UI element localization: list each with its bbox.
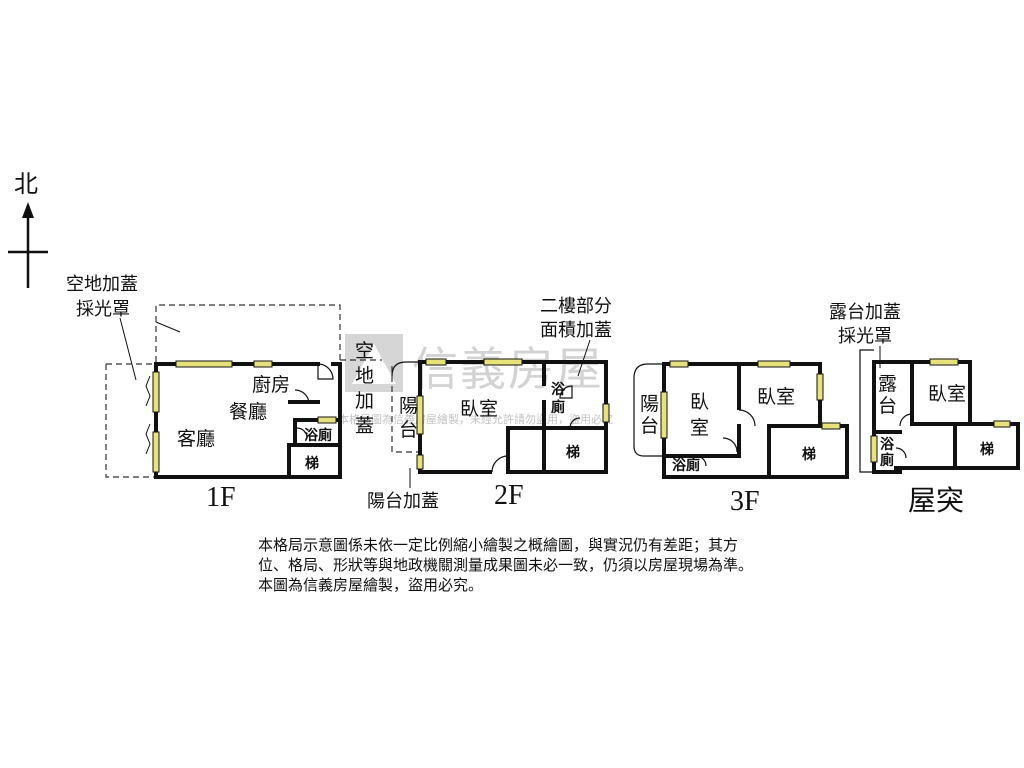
f2-addition-label-line1: 二樓部分 bbox=[540, 296, 612, 317]
f2-balcony-label-top: 陽 bbox=[399, 395, 418, 417]
f1-stairs-label: 梯 bbox=[305, 455, 319, 472]
roof-terrace-label-bottom: 台 bbox=[878, 395, 897, 417]
f2-balcony-outline bbox=[391, 361, 420, 377]
roof-terrace-label-top: 露 bbox=[878, 373, 897, 395]
roof-doors bbox=[895, 413, 913, 459]
f1-floor-label: 1F bbox=[206, 482, 236, 513]
f2-dashed-addition bbox=[391, 366, 418, 453]
f1-dining-label: 餐廳 bbox=[229, 401, 267, 423]
roof-addition-label-line2: 採光罩 bbox=[838, 326, 892, 347]
f2-windows bbox=[416, 358, 610, 470]
f1-kitchen-label: 廚房 bbox=[252, 373, 290, 396]
f2-addition-label-line2: 面積加蓋 bbox=[540, 320, 612, 341]
roof-bath-label-top: 浴 bbox=[880, 436, 895, 453]
roof-walls bbox=[872, 360, 1020, 474]
disclaimer-line-1: 本格局示意圖係未依一定比例縮小繪製之概繪圖，與實況仍有差距；其方 bbox=[258, 536, 739, 554]
roof-terrace-outline bbox=[859, 349, 874, 473]
roof-floor-label: 屋突 bbox=[908, 485, 964, 517]
f3-walls bbox=[662, 362, 849, 479]
f3-balcony-label-top: 陽 bbox=[640, 393, 659, 415]
disclaimer-line-3: 本圖為信義房屋繪製，盜用必究。 bbox=[258, 576, 484, 594]
roof-addition-label-line1: 露台加蓋 bbox=[829, 302, 901, 323]
f1-vlabel-3: 加 bbox=[355, 390, 374, 412]
floor-roof: 露台加蓋 採光罩 露 台 臥室 浴 廁 梯 屋突 bbox=[829, 302, 1020, 517]
f1-living-label: 客廳 bbox=[177, 428, 215, 450]
f1-folding-doors bbox=[145, 375, 151, 455]
f3-doors bbox=[695, 409, 756, 467]
f3-bedroom-left-bottom: 室 bbox=[690, 417, 709, 439]
f3-bedroom-right-label: 臥室 bbox=[757, 386, 795, 408]
roof-windows bbox=[870, 358, 1011, 463]
f3-bath-label: 浴廁 bbox=[672, 457, 700, 474]
f3-floor-label: 3F bbox=[730, 486, 760, 517]
f2-balcony-label-bottom: 台 bbox=[399, 419, 418, 441]
f2-leader-line bbox=[577, 339, 591, 377]
floor-1f: 空地加蓋 採光罩 bbox=[66, 274, 382, 513]
f1-vlabel-1: 空 bbox=[355, 340, 374, 362]
disclaimer: 本格局示意圖係未依一定比例縮小繪製之概繪圖，與實況仍有差距；其方 位、格局、形狀… bbox=[258, 535, 858, 595]
watermark-logo-icon bbox=[345, 334, 403, 392]
f1-vlabel-2: 地 bbox=[355, 365, 374, 387]
f1-addition-label-line1: 空地加蓋 bbox=[66, 274, 138, 295]
f2-stairs-label: 梯 bbox=[566, 444, 580, 461]
f3-balcony-label-bottom: 台 bbox=[640, 415, 659, 437]
f2-bath-label-bottom: 廁 bbox=[551, 399, 565, 416]
f1-vlabel-4: 蓋 bbox=[355, 415, 374, 437]
f1-bath-label: 浴廁 bbox=[304, 427, 332, 444]
f3-windows bbox=[660, 360, 841, 439]
f1-dashed-additions bbox=[105, 304, 382, 478]
floor-3f: 陽 台 臥 室 臥室 浴廁 梯 3F bbox=[633, 360, 849, 517]
f1-leader-line-b bbox=[155, 321, 181, 333]
f2-bedroom-label: 臥室 bbox=[460, 398, 498, 420]
disclaimer-line-2: 位、格局、形狀等與地政機關測量成果圖未必一致，仍須以房屋現場為準。 bbox=[258, 556, 754, 574]
floor-2f: 二樓部分 面積加蓋 陽台加蓋 陽 bbox=[367, 296, 612, 512]
f3-bedroom-left-top: 臥 bbox=[690, 391, 709, 413]
north-label: 北 bbox=[14, 170, 38, 198]
f3-balcony-outline bbox=[633, 363, 666, 457]
f2-floor-label: 2F bbox=[494, 480, 524, 511]
roof-bedroom-label: 臥室 bbox=[928, 383, 966, 405]
f2-doors bbox=[491, 385, 581, 473]
roof-stairs-label: 梯 bbox=[980, 441, 994, 458]
f2-bath-label-top: 浴 bbox=[551, 381, 566, 398]
roof-bath-label-bottom: 廁 bbox=[880, 452, 894, 469]
f1-windows bbox=[152, 360, 337, 473]
f3-stairs-label: 梯 bbox=[802, 446, 816, 463]
watermark-brand: 信義房屋 bbox=[412, 342, 604, 396]
f1-addition-label-line2: 採光罩 bbox=[76, 299, 130, 320]
f2-balcony-addition-label: 陽台加蓋 bbox=[367, 491, 439, 512]
f1-leader-line-a bbox=[119, 317, 137, 381]
north-arrow-icon: 北 bbox=[8, 170, 48, 288]
f1-doors bbox=[294, 363, 334, 439]
